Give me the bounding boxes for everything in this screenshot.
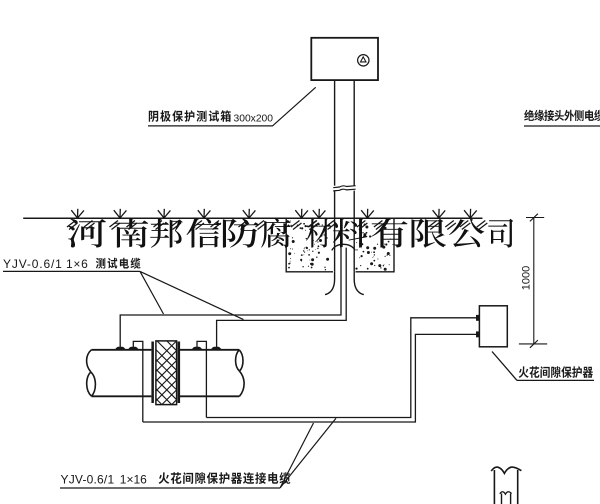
svg-text:300x200: 300x200 [234, 113, 274, 124]
svg-text:YJV-0.6/1: YJV-0.6/1 [3, 257, 63, 271]
svg-text:1000: 1000 [521, 266, 533, 290]
svg-text:1×16: 1×16 [120, 472, 147, 486]
svg-text:YJV-0.6/1: YJV-0.6/1 [61, 472, 115, 486]
svg-text:1×6: 1×6 [66, 257, 88, 271]
